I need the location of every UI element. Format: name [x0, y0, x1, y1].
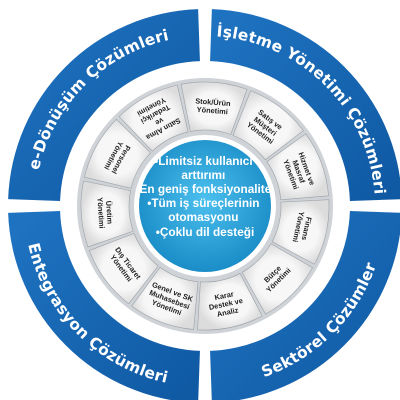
module-label: KararDestek veAnaliz — [206, 288, 245, 320]
outer-segment-entegrasyon — [8, 211, 200, 400]
module-label: Stok/ÜrünYönetimi — [194, 96, 231, 116]
outer-segment-isletme — [210, 9, 400, 201]
hub-line: arttırımı — [181, 168, 225, 182]
hub: •Limitsiz kullanıcı arttırımı •En geniş … — [134, 135, 276, 277]
module-segment — [232, 90, 304, 161]
module-segment — [88, 232, 159, 305]
module-label: ÜretimYönetimi — [95, 197, 114, 229]
module-segment — [197, 273, 263, 331]
module-segment — [131, 266, 199, 330]
module-segment — [80, 180, 134, 248]
outer-segment-sektorel — [210, 211, 400, 400]
outer-segment-edonusum — [8, 9, 200, 201]
hub-circle — [139, 140, 271, 272]
hub-bullets: •Limitsiz kullanıcı arttırımı •En geniş … — [135, 154, 274, 239]
hub-line: •En geniş fonksiyonalite — [135, 182, 271, 196]
hub-line: •Tüm iş süreçlerinin — [147, 196, 259, 210]
module-segment — [241, 243, 314, 315]
hub-line: •Çoklu dil desteği — [156, 225, 255, 239]
hub-line: •Limitsiz kullanıcı — [154, 154, 253, 168]
module-segment — [180, 81, 248, 135]
module-segment — [266, 133, 329, 201]
module-segment — [118, 84, 189, 152]
hub-line: otomasyonu — [168, 210, 238, 224]
module-segment — [84, 118, 152, 189]
module-segment — [271, 199, 330, 265]
